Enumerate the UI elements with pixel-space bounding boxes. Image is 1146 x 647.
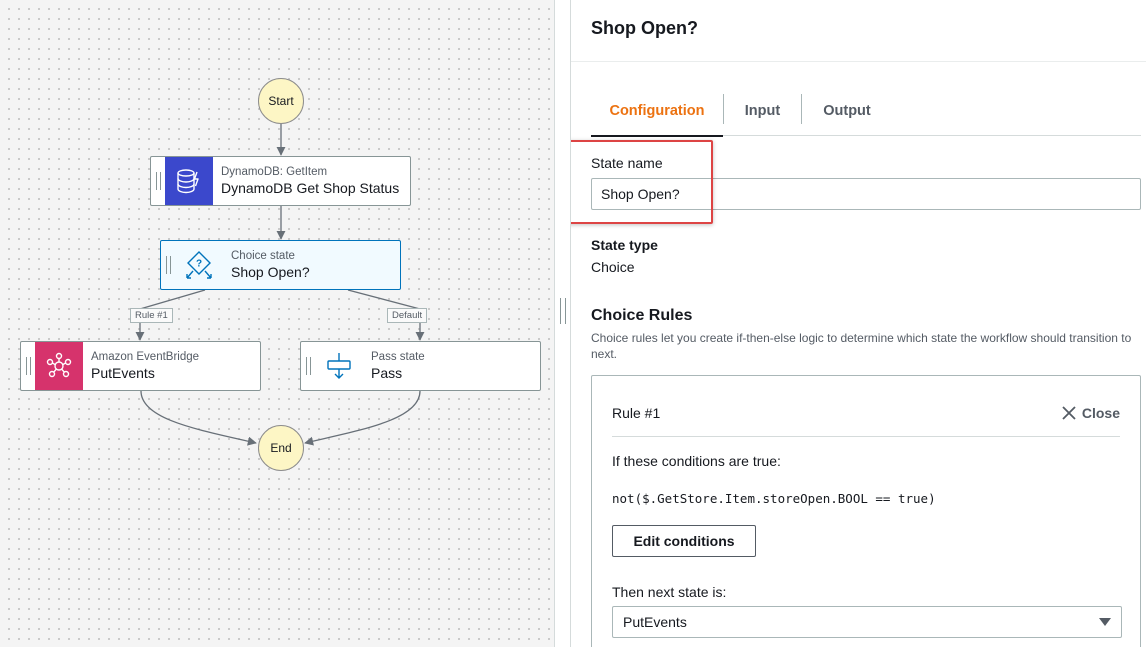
node-kind: DynamoDB: GetItem (221, 166, 328, 178)
close-label: Close (1081, 405, 1120, 421)
state-type-label: State type (591, 237, 658, 253)
caret-down-icon (1099, 618, 1111, 626)
choice-rules-title: Choice Rules (591, 307, 693, 324)
edit-conditions-button[interactable]: Edit conditions (612, 525, 756, 557)
conditions-label: If these conditions are true: (612, 453, 781, 469)
rule-card: Rule #1 Close If these conditions are tr… (591, 375, 1141, 647)
rule-title: Rule #1 (612, 405, 661, 421)
rule-divider (612, 436, 1120, 437)
end-node[interactable]: End (258, 425, 304, 471)
tab-output[interactable]: Output (823, 103, 871, 119)
state-name-label: State name (591, 155, 663, 171)
choice-state-icon: ? (175, 241, 223, 289)
panel-header: Shop Open? (571, 0, 1146, 62)
tab-divider (801, 94, 802, 124)
eventbridge-icon (35, 342, 83, 390)
inspector-tabs: Configuration Input Output (591, 86, 1141, 137)
node-name: Shop Open? (231, 264, 310, 280)
node-kind: Amazon EventBridge (91, 351, 200, 363)
panel-title: Shop Open? (591, 18, 698, 38)
end-label: End (270, 441, 292, 455)
edge-putevents-to-end (140, 390, 257, 446)
edge-pass-to-end (304, 390, 421, 446)
tab-configuration[interactable]: Configuration (591, 86, 723, 137)
state-name-input[interactable] (591, 178, 1141, 210)
drag-handle[interactable] (151, 157, 165, 205)
close-rule-button[interactable]: Close (1062, 402, 1120, 424)
drag-handle[interactable] (21, 342, 35, 390)
panel-resize-handle[interactable] (560, 298, 566, 324)
node-name: Pass (371, 365, 403, 381)
start-label: Start (268, 94, 294, 108)
dynamodb-icon (165, 157, 213, 205)
state-type-value: Choice (591, 259, 635, 275)
inspector-panel: Shop Open? Configuration Input Output St… (570, 0, 1146, 647)
svg-text:?: ? (196, 259, 202, 270)
edge-label-rule: Rule #1 (130, 308, 173, 323)
node-name: DynamoDB Get Shop Status (221, 180, 400, 196)
pass-state-icon (315, 342, 363, 390)
tab-input[interactable]: Input (744, 103, 781, 119)
highlight-annotation (571, 140, 713, 224)
node-kind: Choice state (231, 250, 295, 262)
state-node-shop-open[interactable]: ? Choice state Shop Open? (160, 240, 401, 290)
tab-divider (723, 94, 724, 124)
condition-expression: not($.GetStore.Item.storeOpen.BOOL == tr… (612, 491, 936, 506)
next-state-label: Then next state is: (612, 584, 727, 600)
drag-handle[interactable] (301, 342, 315, 390)
next-state-select[interactable]: PutEvents (612, 606, 1122, 638)
drag-handle[interactable] (161, 241, 175, 289)
start-node[interactable]: Start (258, 78, 304, 124)
edge-label-default: Default (387, 308, 428, 323)
close-icon (1062, 406, 1076, 420)
state-node-dynamodb-get-shop-status[interactable]: DynamoDB: GetItem DynamoDB Get Shop Stat… (150, 156, 411, 206)
next-state-value: PutEvents (623, 614, 687, 630)
choice-rules-description: Choice rules let you create if-then-else… (591, 331, 1132, 361)
state-node-putevents[interactable]: Amazon EventBridge PutEvents (20, 341, 261, 391)
node-name: PutEvents (91, 365, 155, 381)
node-kind: Pass state (371, 351, 425, 363)
workflow-canvas[interactable]: Start DynamoDB: GetItem DynamoDB Get Sho… (0, 0, 555, 647)
state-node-pass[interactable]: Pass state Pass (300, 341, 541, 391)
